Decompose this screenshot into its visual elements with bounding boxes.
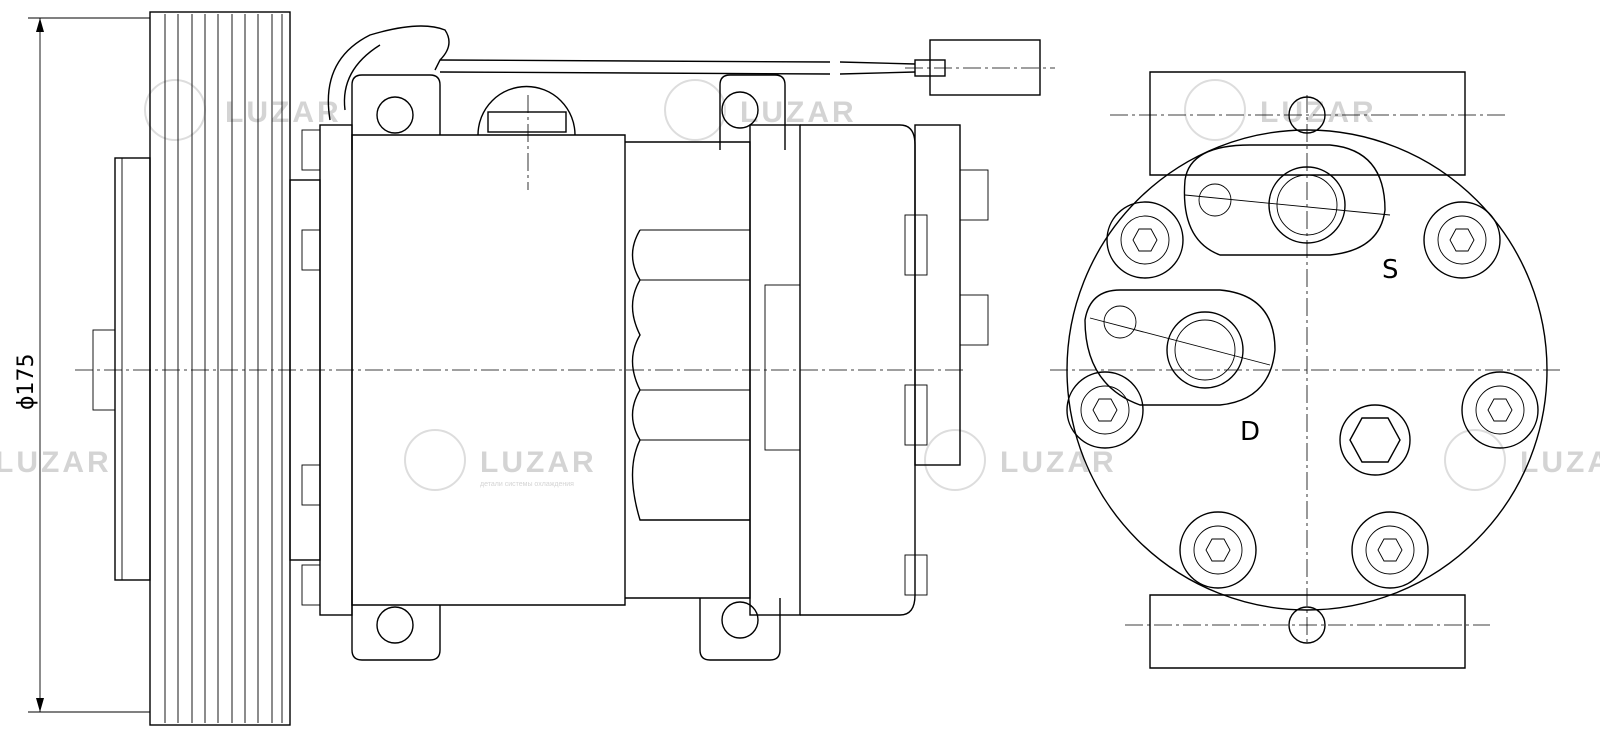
diameter-dimension: ϕ175 <box>14 17 150 713</box>
svg-text:детали системы охлаждения: детали системы охлаждения <box>480 481 574 488</box>
discharge-port-label: D <box>1240 417 1260 447</box>
svg-text:LUZAR: LUZAR <box>740 96 857 129</box>
pulley-grooves <box>164 14 283 723</box>
svg-text:LUZAR: LUZAR <box>1000 446 1117 479</box>
watermark-luzar: LUZAR LUZAR LUZAR LUZAR детали системы о… <box>0 79 1600 491</box>
end-view: S D <box>1066 71 1548 669</box>
diameter-label: ϕ175 <box>14 353 39 410</box>
suction-port-label: S <box>1382 255 1399 285</box>
side-view <box>92 11 1055 726</box>
svg-text:LUZAR: LUZAR <box>225 96 342 129</box>
svg-text:LUZAR: LUZAR <box>1260 96 1377 129</box>
svg-text:LUZAR: LUZAR <box>0 446 112 479</box>
svg-text:LUZAR: LUZAR <box>480 446 597 479</box>
svg-text:LUZAR: LUZAR <box>1520 446 1600 479</box>
bolt-bosses <box>1066 201 1539 589</box>
